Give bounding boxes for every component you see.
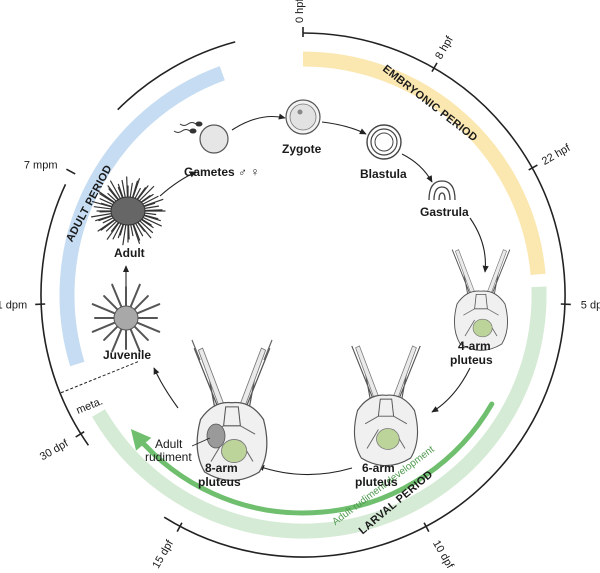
tick-t30d [75, 431, 85, 438]
adult-rudiment-label-1: Adult [155, 437, 183, 451]
gastrula-label: Gastrula [420, 205, 469, 219]
tick-label-t7m: 7 mpm [24, 160, 58, 172]
tick-t22 [528, 164, 538, 171]
pluteus-8arm-icon [191, 339, 273, 482]
arrow-6arm-8arm [257, 465, 353, 476]
tick-label-t1m: 1 dpm [0, 300, 27, 312]
arrow-blastula-gastrula [401, 153, 433, 183]
arrow-4arm-6arm [431, 367, 471, 413]
rudiment-pointer [191, 437, 211, 447]
timeline-arc-top [117, 41, 236, 111]
zygote-cell-icon [285, 99, 321, 135]
tick-t10d [423, 522, 430, 532]
zygote-label: Zygote [282, 142, 322, 156]
pluteus-4arm-label-1: 4-arm [458, 339, 491, 353]
tick-t15d [176, 522, 183, 532]
tick-label-t0: 0 hpf [294, 0, 306, 23]
tick-label-t5d: 5 dpf [581, 300, 600, 312]
metamorphosis-marker [59, 361, 139, 394]
blastula-icon [366, 124, 402, 160]
tick-label-t22: 22 hpf [540, 142, 573, 168]
arrow-zygote-blastula [321, 121, 367, 135]
gametes-label: Gametes ♂ ♀ [184, 165, 259, 179]
adult-rudiment-label-2: rudiment [145, 450, 192, 464]
tick-label-t30d: 30 dpf [38, 437, 71, 463]
arrow-gametes-zygote [231, 113, 286, 131]
blastula-label: Blastula [360, 167, 407, 181]
pluteus-4arm-label-2: pluteus [450, 353, 493, 367]
tick-label-t15d: 15 dpf [150, 537, 176, 570]
adult-rudiment-icon [206, 423, 226, 449]
embryonic-period-band [302, 51, 546, 276]
embryonic-period-label: EMBRYONIC PERIOD [380, 63, 479, 144]
gastrula-icon [428, 180, 456, 201]
juvenile-label: Juvenile [103, 348, 151, 362]
pluteus-6arm-icon [351, 345, 421, 467]
pluteus-6arm-label-2: pluteus [355, 475, 398, 489]
timeline-arc-adult [40, 183, 90, 446]
arrow-8arm-juvenile [153, 367, 179, 409]
pluteus-6arm-label-1: 6-arm [362, 461, 395, 475]
timeline-arc-main [163, 32, 566, 558]
tick-t8 [431, 62, 438, 72]
rudiment-development-arrow [130, 401, 495, 516]
adult-urchin-icon [90, 176, 166, 246]
gametes-illustration [173, 121, 229, 154]
pluteus-8arm-label-2: pluteus [198, 475, 241, 489]
tick-t7m [66, 168, 76, 175]
pluteus-4arm-icon [451, 249, 511, 351]
juvenile-urchin-icon [91, 283, 161, 353]
tick-label-t10d: 10 dpf [430, 538, 456, 571]
arrow-adult-gametes [159, 171, 197, 197]
arrow-gastrula-4arm [469, 217, 489, 273]
sperm-icon [173, 121, 203, 134]
adult-period-band [59, 66, 225, 367]
tick-label-t8: 8 hpf [433, 33, 456, 61]
pluteus-8arm-label-1: 8-arm [205, 461, 238, 475]
adult-label: Adult [114, 246, 145, 260]
larval-period-band [92, 286, 547, 539]
adult-period-label: ADULT PERIOD [64, 163, 115, 244]
egg-icon [199, 124, 229, 154]
